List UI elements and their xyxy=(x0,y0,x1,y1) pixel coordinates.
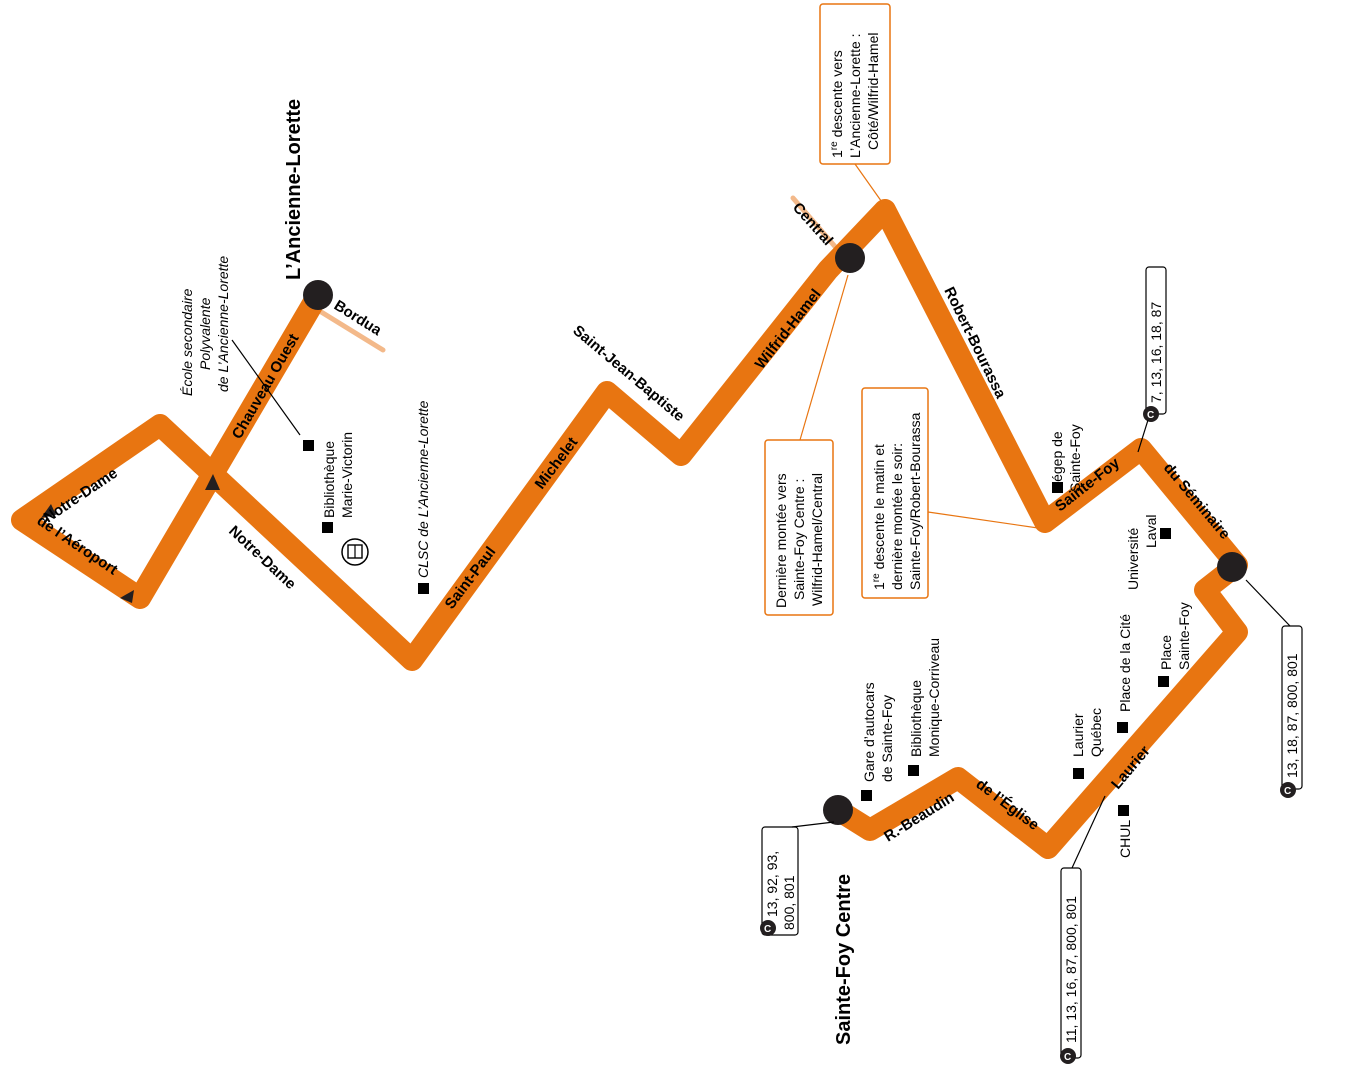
correspondence-seminaire: C 13, 18, 87, 800, 801 xyxy=(1280,625,1303,798)
terminus-ancienne-lorette xyxy=(303,280,333,310)
note-morning-evening-line-2: dernière montée le soir: xyxy=(889,443,905,590)
leader-first-descent xyxy=(854,163,885,206)
direction-arrow xyxy=(41,504,56,518)
note-morning-evening-line-3: Sainte-Foy/Robert-Bourassa xyxy=(907,412,923,590)
poi-gare-line-1: Gare d’autocars xyxy=(861,682,877,782)
poi-marker xyxy=(1073,768,1084,779)
poi-place-cite: Place de la Cité xyxy=(1117,614,1133,712)
note-last-climb-line-2: Sainte-Foy Centre : xyxy=(791,479,807,600)
library-icon xyxy=(341,538,369,566)
terminus-sainte-foy-centre xyxy=(823,795,853,825)
bordua-street xyxy=(315,307,386,353)
poi-universite-line-2: Laval xyxy=(1143,515,1159,548)
poi-ecole-line-1: École secondaire xyxy=(179,288,195,396)
street-label-central: Central xyxy=(789,199,836,249)
poi-marker xyxy=(303,440,314,451)
street-label-wilfrid-hamel: Wilfrid-Hamel xyxy=(752,286,825,373)
poi-biblio-mc: Bibliothèque Monique-Corriveau xyxy=(908,638,942,757)
correspondence-laurier: C 11, 13, 16, 87, 800, 801 xyxy=(1060,867,1082,1064)
poi-ecole: École secondaire Polyvalente de L’Ancien… xyxy=(179,256,231,396)
poi-place-sf: Place Sainte-Foy xyxy=(1158,602,1192,670)
leader-correspondence-sfc xyxy=(791,821,835,828)
note-first-descent: 1re descente vers L’Ancienne-Lorette : C… xyxy=(829,33,881,158)
note-first-descent-line-2: L’Ancienne-Lorette : xyxy=(847,33,863,158)
central-street xyxy=(790,195,841,253)
poi-marker xyxy=(1052,482,1063,493)
correspondence-sfc-line-1: 13, 92, 93, xyxy=(764,851,780,917)
poi-marker xyxy=(1158,676,1169,687)
poi-marker xyxy=(1118,805,1129,816)
poi-universite-line-1: Université xyxy=(1125,528,1141,590)
poi-biblio-mv-line-2: Marie-Victorin xyxy=(339,432,355,518)
poi-cegep-line-2: Sainte-Foy xyxy=(1067,424,1083,492)
leader-last-climb xyxy=(799,274,849,441)
poi-ecole-line-2: Polyvalente xyxy=(197,297,213,370)
correspondence-laurier-text: 11, 13, 16, 87, 800, 801 xyxy=(1063,896,1079,1043)
leader-correspondence-laurier xyxy=(1071,795,1106,869)
correspondence-seminaire-text: 13, 18, 87, 800, 801 xyxy=(1284,653,1300,778)
svg-text:C: C xyxy=(764,924,771,935)
note-box-last-climb xyxy=(764,439,834,616)
route-line xyxy=(11,199,1248,859)
leader-correspondence-seminaire xyxy=(1245,579,1291,627)
correspondence-cegep: C 7, 13, 16, 18, 87 xyxy=(1143,266,1167,422)
stop-central xyxy=(835,243,865,273)
poi-biblio-mv: Bibliothèque Marie-Victorin xyxy=(321,432,355,518)
poi-cegep-line-1: Cégep de xyxy=(1049,431,1065,492)
note-last-climb: Dernière montée vers Sainte-Foy Centre :… xyxy=(773,473,825,608)
correspondence-sfc: C 13, 92, 93, 800, 801 xyxy=(760,826,799,936)
correspondence-cegep-text: 7, 13, 16, 18, 87 xyxy=(1148,302,1164,403)
leader-ecole xyxy=(231,339,301,436)
svg-text:C: C xyxy=(1064,1052,1071,1063)
street-label-saint-paul: Saint-Paul xyxy=(442,544,500,613)
svg-text:C: C xyxy=(1147,410,1154,421)
svg-text:1re descente vers: 1re descente vers xyxy=(829,50,845,158)
poi-laurier-quebec: Laurier Québec xyxy=(1070,708,1104,757)
terminal-label-south: Sainte-Foy Centre xyxy=(833,874,855,1045)
poi-gare-line-2: de Sainte-Foy xyxy=(879,695,895,782)
poi-laurier-quebec-line-1: Laurier xyxy=(1070,713,1086,757)
poi-ecole-line-3: de L’Ancienne-Lorette xyxy=(215,256,231,392)
svg-text:1re descente le matin et: 1re descente le matin et xyxy=(871,444,887,590)
poi-cegep: Cégep de Sainte-Foy xyxy=(1049,424,1083,492)
note-box-morning-evening xyxy=(861,387,929,599)
direction-arrow xyxy=(205,474,220,490)
poi-marker xyxy=(1117,722,1128,733)
note-first-descent-line-3: Côté/Wilfrid-Hamel xyxy=(865,33,881,150)
poi-place-sf-line-1: Place xyxy=(1158,635,1174,670)
leader-correspondence-cegep xyxy=(1137,419,1149,453)
note-morning-evening: 1re descente le matin et dernière montée… xyxy=(871,412,923,590)
correspondence-sfc-line-2: 800, 801 xyxy=(781,875,797,930)
poi-marker xyxy=(861,790,872,801)
poi-clsc: CLSC de L’Ancienne-Lorette xyxy=(415,400,431,578)
poi-chul: CHUL xyxy=(1117,820,1133,858)
poi-biblio-mc-line-2: Monique-Corriveau xyxy=(926,638,942,757)
poi-laurier-quebec-line-2: Québec xyxy=(1088,708,1104,757)
poi-marker xyxy=(908,765,919,776)
stop-seminaire xyxy=(1217,552,1247,582)
note-last-climb-line-3: Wilfrid-Hamel/Central xyxy=(809,473,825,606)
poi-place-sf-line-2: Sainte-Foy xyxy=(1176,602,1192,670)
poi-marker xyxy=(322,522,333,533)
direction-arrow xyxy=(120,590,134,603)
terminal-label-north: L’Ancienne-Lorette xyxy=(283,99,305,280)
poi-marker xyxy=(418,583,429,594)
poi-biblio-mc-line-1: Bibliothèque xyxy=(908,680,924,757)
poi-gare: Gare d’autocars de Sainte-Foy xyxy=(861,682,895,782)
poi-universite: Université Laval xyxy=(1125,515,1159,590)
leader-morning-evening xyxy=(927,511,1039,529)
poi-marker xyxy=(1160,528,1171,539)
svg-text:C: C xyxy=(1284,786,1291,797)
note-last-climb-line-1: Dernière montée vers xyxy=(773,473,789,608)
poi-biblio-mv-line-1: Bibliothèque xyxy=(321,441,337,518)
